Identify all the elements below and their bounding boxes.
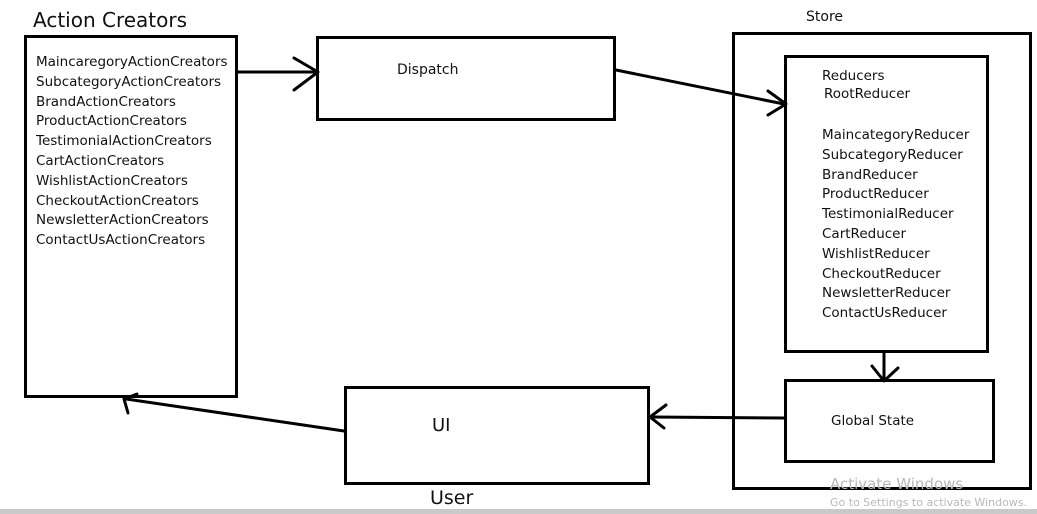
- action-creators-box: MaincaregoryActionCreators SubcategoryAc…: [24, 35, 238, 398]
- bottom-scrollbar: [0, 509, 1037, 514]
- user-label: User: [430, 487, 474, 509]
- list-item: NewsletterReducer: [822, 285, 951, 302]
- ui-label: UI: [432, 415, 451, 436]
- list-item: TestimonialReducer: [822, 206, 954, 223]
- activate-windows-title: Activate Windows: [830, 475, 964, 493]
- list-item: MaincategoryReducer: [822, 127, 970, 143]
- arrow-dispatch-to-reducers: [614, 68, 788, 117]
- list-item: CartReducer: [822, 225, 907, 242]
- activate-windows-subtitle: Go to Settings to activate Windows.: [830, 496, 1028, 509]
- dispatch-label: Dispatch: [397, 62, 459, 78]
- arrow-global-state-to-ui: [648, 403, 786, 430]
- list-item: CheckoutReducer: [822, 265, 941, 282]
- list-item: NewsletterActionCreators: [36, 212, 209, 229]
- list-item: BrandActionCreators: [36, 93, 176, 110]
- global-state-label: Global State: [831, 413, 915, 429]
- action-creators-list: MaincaregoryActionCreators SubcategoryAc…: [36, 53, 228, 251]
- arrow-action-creators-to-dispatch: [236, 56, 320, 92]
- arrow-reducers-to-global-state: [870, 351, 900, 383]
- action-creators-title: Action Creators: [33, 8, 188, 32]
- ui-box: UI: [344, 386, 650, 485]
- list-item: SubcategoryActionCreators: [36, 73, 222, 90]
- reducers-heading: Reducers: [822, 68, 885, 84]
- dispatch-box: Dispatch: [316, 36, 616, 121]
- list-item: BrandReducer: [822, 166, 918, 183]
- list-item: CheckoutActionCreators: [36, 192, 199, 209]
- reducers-box: Reducers RootReducer MaincategoryReducer…: [784, 55, 989, 353]
- list-item: WishlistReducer: [822, 245, 930, 262]
- store-label: Store: [806, 9, 844, 25]
- list-item: TestimonialActionCreators: [36, 133, 212, 150]
- list-item: SubcategoryReducer: [822, 146, 963, 163]
- list-item: MaincaregoryActionCreators: [36, 54, 228, 70]
- list-item: ContactUsActionCreators: [36, 232, 206, 249]
- reducers-list: MaincategoryReducer SubcategoryReducer B…: [822, 126, 969, 324]
- list-item: ContactUsReducer: [822, 305, 947, 322]
- list-item: WishlistActionCreators: [36, 172, 188, 189]
- list-item: ProductActionCreators: [36, 113, 187, 130]
- root-reducer-label: RootReducer: [824, 86, 911, 102]
- list-item: CartActionCreators: [36, 152, 165, 169]
- global-state-box: Global State: [784, 379, 995, 463]
- list-item: ProductReducer: [822, 186, 929, 203]
- arrow-ui-to-action-creators: [122, 392, 346, 433]
